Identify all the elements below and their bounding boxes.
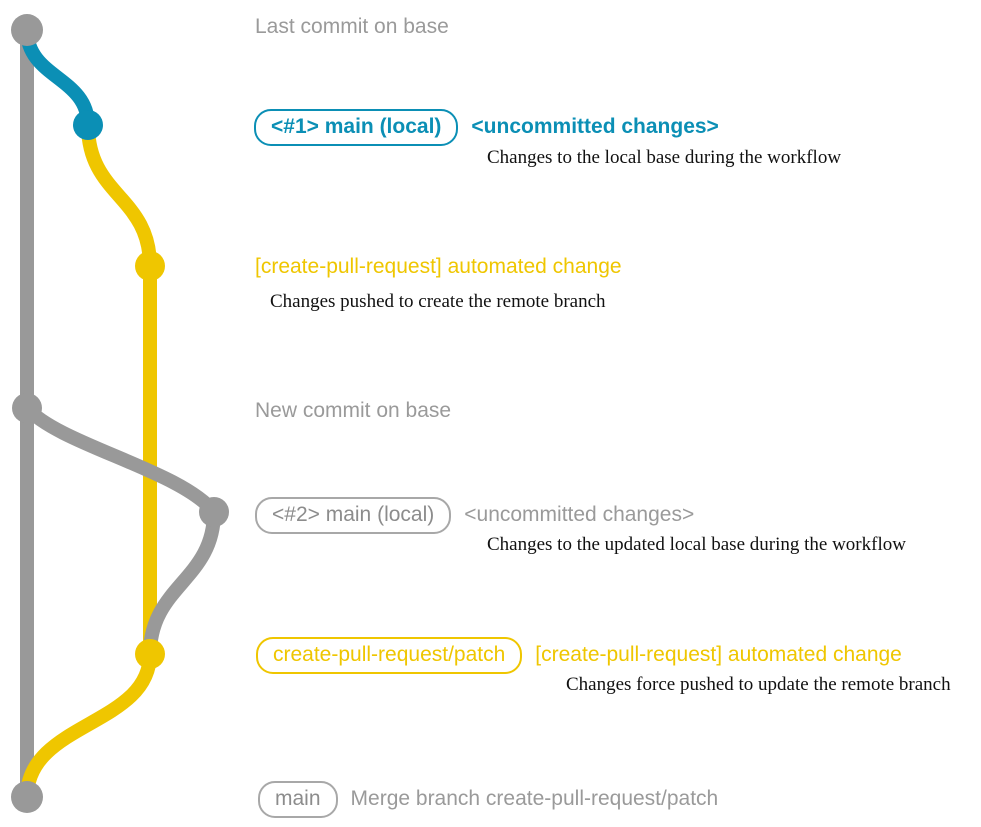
edge-local-change-1-to-automated-1 — [81, 118, 157, 273]
note-pushed-create-remote-branch: Changes pushed to create the remote bran… — [270, 291, 606, 312]
heading-last-commit-on-base: Last commit on base — [255, 15, 449, 38]
node-uncommitted-changes-2[interactable] — [199, 497, 229, 527]
ref-badge-main[interactable]: main — [258, 781, 338, 818]
row-commit-2: <#2> main (local) <uncommitted changes> — [255, 497, 694, 534]
commit-subject-uncommitted-changes-1: <uncommitted changes> — [471, 115, 719, 138]
edge-automated-2-to-merge — [20, 647, 157, 804]
node-new-commit-on-base[interactable] — [12, 393, 42, 423]
row-commit-automated-2: create-pull-request/patch [create-pull-r… — [256, 637, 902, 674]
note-updated-local-base-changes: Changes to the updated local base during… — [487, 534, 906, 555]
note-local-base-changes: Changes to the local base during the wor… — [487, 147, 842, 168]
row-commit-merge: main Merge branch create-pull-request/pa… — [258, 781, 718, 818]
commit-subject-merge: Merge branch create-pull-request/patch — [350, 787, 719, 810]
commit-subject-uncommitted-changes-2: <uncommitted changes> — [464, 503, 695, 526]
edge-local-change-2-to-automated-2 — [143, 505, 221, 661]
node-last-commit-on-base[interactable] — [11, 14, 43, 46]
node-uncommitted-changes-1[interactable] — [73, 110, 103, 140]
note-force-pushed-update-remote-branch: Changes force pushed to update the remot… — [566, 674, 951, 695]
edge-new-base-to-local-change-2 — [20, 401, 221, 519]
ref-badge-create-pull-request-patch[interactable]: create-pull-request/patch — [256, 637, 523, 674]
edge-base-to-local-change-1 — [20, 23, 95, 132]
node-merge-commit[interactable] — [11, 781, 43, 813]
node-automated-change-1[interactable] — [135, 251, 165, 281]
row-commit-1: <#1> main (local) <uncommitted changes> — [254, 109, 719, 146]
node-automated-change-2[interactable] — [135, 639, 165, 669]
commit-subject-automated-change-1: [create-pull-request] automated change — [255, 255, 622, 278]
heading-new-commit-on-base: New commit on base — [255, 399, 452, 422]
row-commit-automated-1: [create-pull-request] automated change — [255, 256, 622, 277]
ref-badge-main-local-1[interactable]: <#1> main (local) — [254, 109, 459, 146]
ref-badge-main-local-2[interactable]: <#2> main (local) — [255, 497, 452, 534]
commit-subject-automated-change-2: [create-pull-request] automated change — [535, 643, 902, 666]
